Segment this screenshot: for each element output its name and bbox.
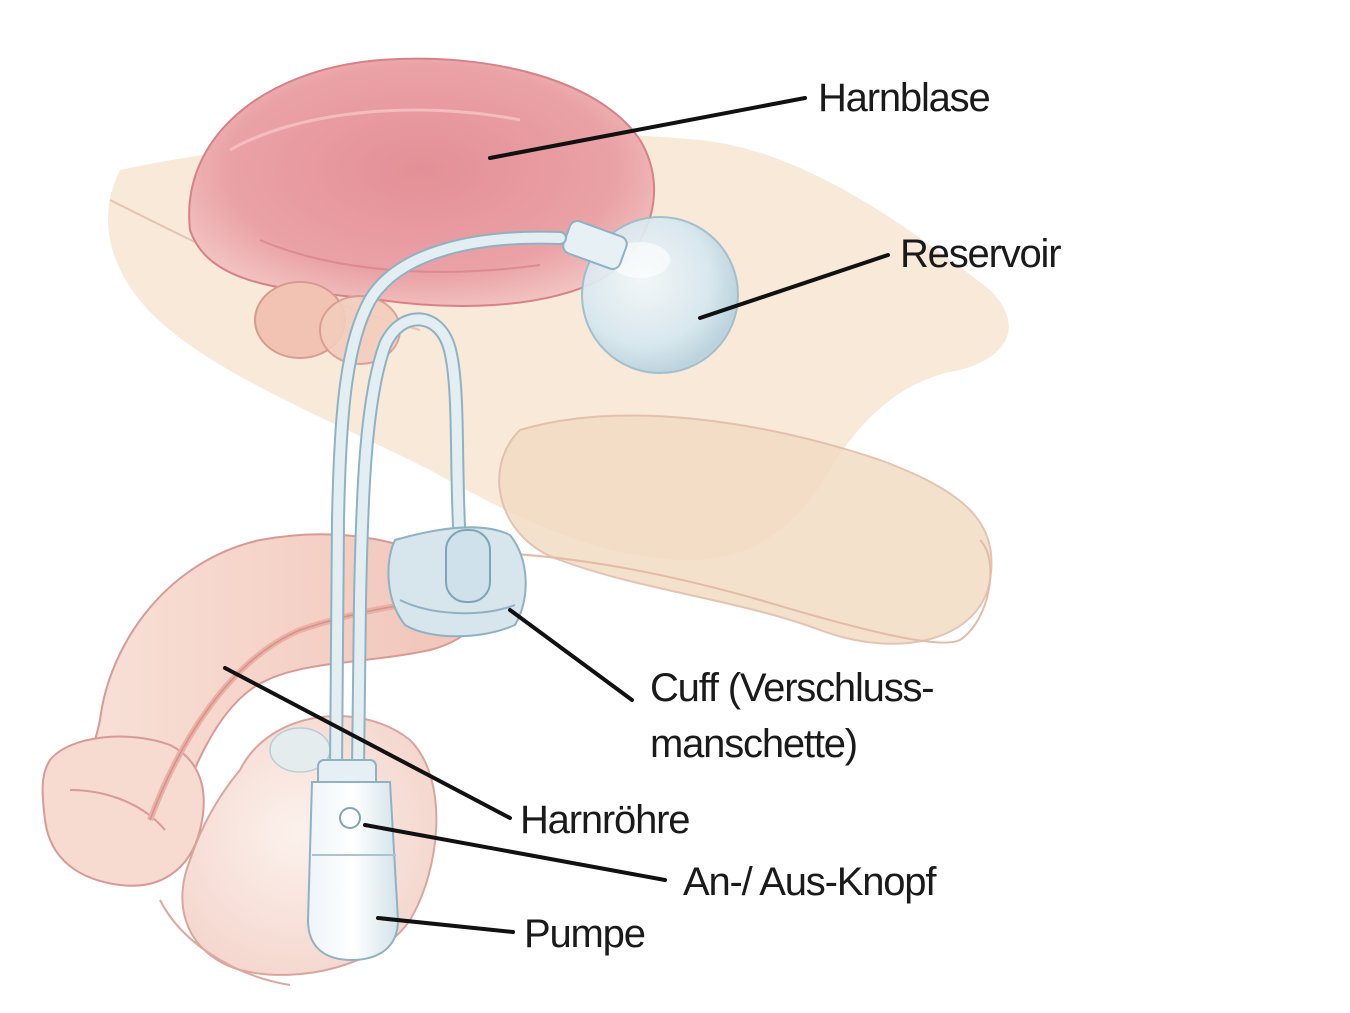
leader-knopf xyxy=(363,823,667,882)
leader-pumpe xyxy=(376,916,515,934)
cuff xyxy=(387,526,527,638)
on-off-button-drawing xyxy=(339,807,361,829)
reservoir-balloon xyxy=(562,216,739,374)
leader-cuff xyxy=(508,608,634,702)
label-reservoir: Reservoir xyxy=(900,232,1062,276)
label-knopf: An-/ Aus-Knopf xyxy=(683,860,936,904)
label-harnblase: Harnblase xyxy=(818,76,991,120)
pump xyxy=(306,759,400,962)
label-cuff-line1: Cuff (Verschluss- xyxy=(650,666,935,710)
label-cuff-line2: manschette) xyxy=(650,722,858,766)
implant-tubing xyxy=(329,230,567,777)
label-pumpe: Pumpe xyxy=(524,912,646,956)
leader-harnroehre xyxy=(223,666,512,820)
label-harnroehre: Harnröhre xyxy=(520,798,690,842)
leader-lines xyxy=(223,96,890,934)
leader-reservoir xyxy=(698,253,890,320)
leader-harnblase xyxy=(488,96,807,160)
